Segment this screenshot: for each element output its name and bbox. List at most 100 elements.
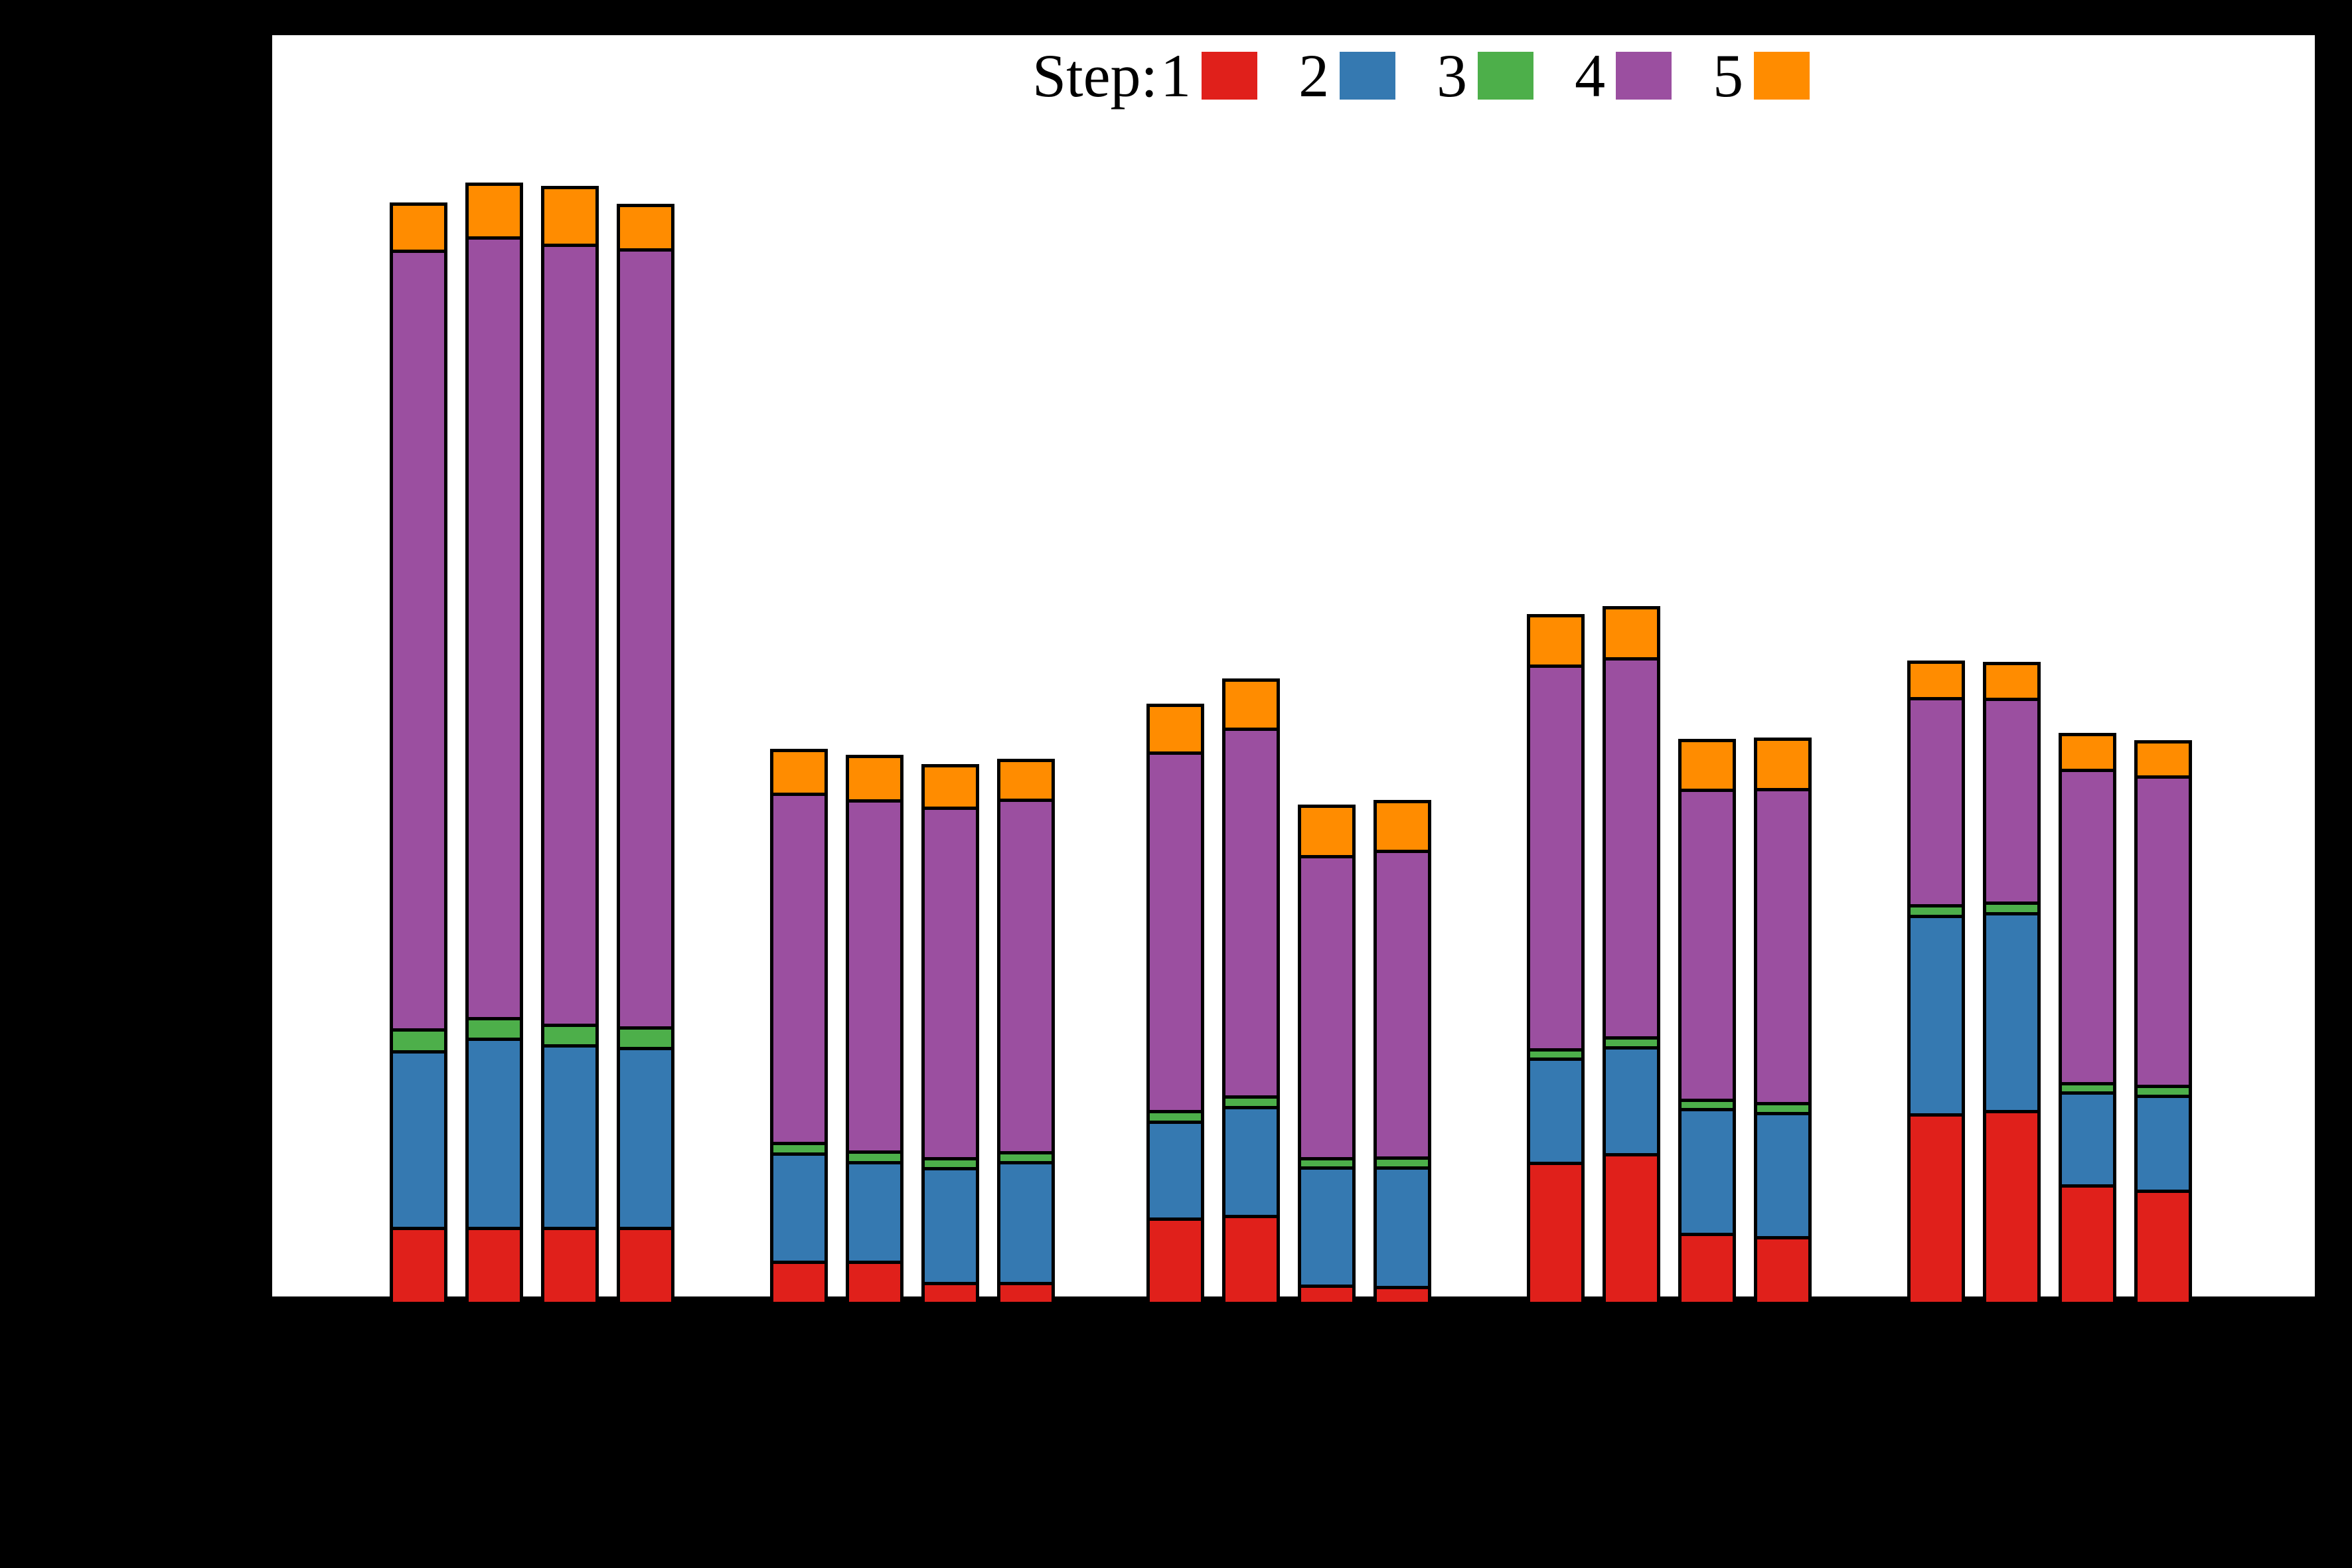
bar-segment-step-4: [1146, 751, 1204, 1111]
bar-segment-step-4: [1754, 788, 1812, 1103]
bar-segment-step-2: [2059, 1091, 2116, 1186]
bar-segment-step-5: [1907, 661, 1965, 698]
bar-segment-step-3: [1298, 1157, 1356, 1168]
stacked-bar[interactable]: [1373, 800, 1431, 1302]
bar-segment-step-5: [1527, 614, 1585, 666]
legend-label-5: 5: [1713, 42, 1744, 110]
bar-segment-step-1: [846, 1261, 903, 1302]
bar-segment-step-1: [1146, 1217, 1204, 1302]
stacked-bar[interactable]: [1527, 614, 1585, 1302]
legend-entry-3[interactable]: 3: [1437, 45, 1534, 106]
bar-segment-step-3: [1678, 1099, 1736, 1109]
stacked-bar[interactable]: [846, 755, 903, 1302]
bar-segment-step-1: [1983, 1110, 2041, 1302]
bar-segment-step-1: [770, 1261, 828, 1302]
bar-segment-step-4: [1603, 657, 1660, 1038]
bar-segment-step-3: [921, 1157, 979, 1168]
stacked-bar[interactable]: [1678, 739, 1736, 1302]
bar-segment-step-5: [1373, 800, 1431, 851]
bar-segment-step-4: [1907, 697, 1965, 905]
bar-segment-step-3: [1754, 1102, 1812, 1113]
bar-segment-step-5: [1298, 805, 1356, 856]
bar-segment-step-2: [846, 1161, 903, 1262]
bar-segment-step-3: [465, 1017, 523, 1039]
bar-segment-step-3: [617, 1026, 674, 1048]
bar-segment-step-2: [1146, 1121, 1204, 1219]
bar-segment-step-3: [846, 1150, 903, 1162]
bar-segment-step-5: [617, 204, 674, 250]
stacked-bar[interactable]: [1146, 704, 1204, 1302]
legend-entry-5[interactable]: 5: [1713, 45, 1810, 106]
stacked-bar[interactable]: [1298, 805, 1356, 1302]
bar-segment-step-4: [390, 250, 447, 1030]
bar-segment-step-1: [2059, 1184, 2116, 1302]
bar-segment-step-2: [1754, 1112, 1812, 1237]
bar-segment-step-1: [921, 1282, 979, 1302]
bar-segment-step-2: [1678, 1108, 1736, 1234]
bar-segment-step-2: [921, 1167, 979, 1283]
bar-segment-step-4: [1298, 855, 1356, 1158]
bar-segment-step-1: [1298, 1285, 1356, 1302]
bar-segment-step-5: [2134, 740, 2192, 777]
bar-segment-step-4: [1373, 850, 1431, 1158]
stacked-bar[interactable]: [465, 183, 523, 1302]
bar-segment-step-4: [541, 244, 599, 1025]
stacked-bar[interactable]: [1754, 738, 1812, 1302]
bar-segment-step-3: [997, 1151, 1055, 1162]
bar-segment-step-5: [1603, 606, 1660, 659]
bar-segment-step-1: [1678, 1233, 1736, 1302]
x-axis-baseline: [268, 1296, 2319, 1300]
stacked-bar[interactable]: [390, 202, 447, 1302]
bar-segment-step-2: [541, 1044, 599, 1228]
stacked-bar[interactable]: [2134, 740, 2192, 1302]
legend-entry-1[interactable]: 1: [1160, 42, 1258, 110]
bar-segment-step-4: [846, 799, 903, 1152]
bar-segment-step-5: [1983, 662, 2041, 699]
bar-segment-step-5: [541, 186, 599, 245]
bar-segment-step-3: [2134, 1085, 2192, 1096]
bar-segment-step-1: [541, 1227, 599, 1302]
plot-border-right: [2315, 31, 2319, 1300]
bar-segment-step-4: [1222, 728, 1280, 1097]
bar-segment-step-2: [770, 1152, 828, 1262]
bar-segment-step-5: [1146, 704, 1204, 753]
bar-segment-step-5: [465, 183, 523, 238]
bar-segment-step-1: [465, 1227, 523, 1302]
stacked-bar[interactable]: [2059, 733, 2116, 1302]
bar-segment-step-2: [465, 1038, 523, 1228]
stacked-bar[interactable]: [1222, 678, 1280, 1302]
stacked-bar[interactable]: [921, 764, 979, 1302]
bar-segment-step-4: [997, 799, 1055, 1152]
bar-segment-step-5: [1222, 678, 1280, 729]
legend-entry-4[interactable]: 4: [1575, 45, 1672, 106]
legend-swatch-4: [1616, 52, 1672, 100]
stacked-bar[interactable]: [1983, 662, 2041, 1302]
stacked-bar[interactable]: [617, 204, 674, 1302]
bar-segment-step-5: [1678, 739, 1736, 790]
stacked-bar[interactable]: [997, 759, 1055, 1302]
stacked-bar[interactable]: [1907, 661, 1965, 1302]
legend-label-1: 1: [1160, 42, 1192, 110]
legend-swatch-2: [1340, 52, 1396, 100]
plot-area: [268, 31, 2319, 1302]
stacked-bar[interactable]: [770, 749, 828, 1302]
bar-segment-step-2: [1983, 912, 2041, 1111]
legend-swatch-5: [1754, 52, 1810, 100]
bar-segment-step-2: [617, 1047, 674, 1228]
bar-segment-step-4: [921, 807, 979, 1158]
bar-segment-step-5: [770, 749, 828, 794]
stacked-bar[interactable]: [541, 186, 599, 1302]
bar-segment-step-3: [1907, 904, 1965, 916]
bar-segment-step-1: [1603, 1153, 1660, 1302]
bar-segment-step-2: [997, 1161, 1055, 1283]
bar-segment-step-2: [1298, 1166, 1356, 1286]
bar-segment-step-2: [1373, 1166, 1431, 1287]
stacked-bar[interactable]: [1603, 606, 1660, 1302]
bar-segment-step-1: [1754, 1236, 1812, 1302]
legend-swatch-1: [1202, 52, 1258, 100]
bar-segment-step-5: [390, 202, 447, 251]
bar-segment-step-1: [1222, 1215, 1280, 1302]
bar-segment-step-3: [1983, 902, 2041, 913]
legend-entry-2[interactable]: 2: [1298, 45, 1396, 106]
